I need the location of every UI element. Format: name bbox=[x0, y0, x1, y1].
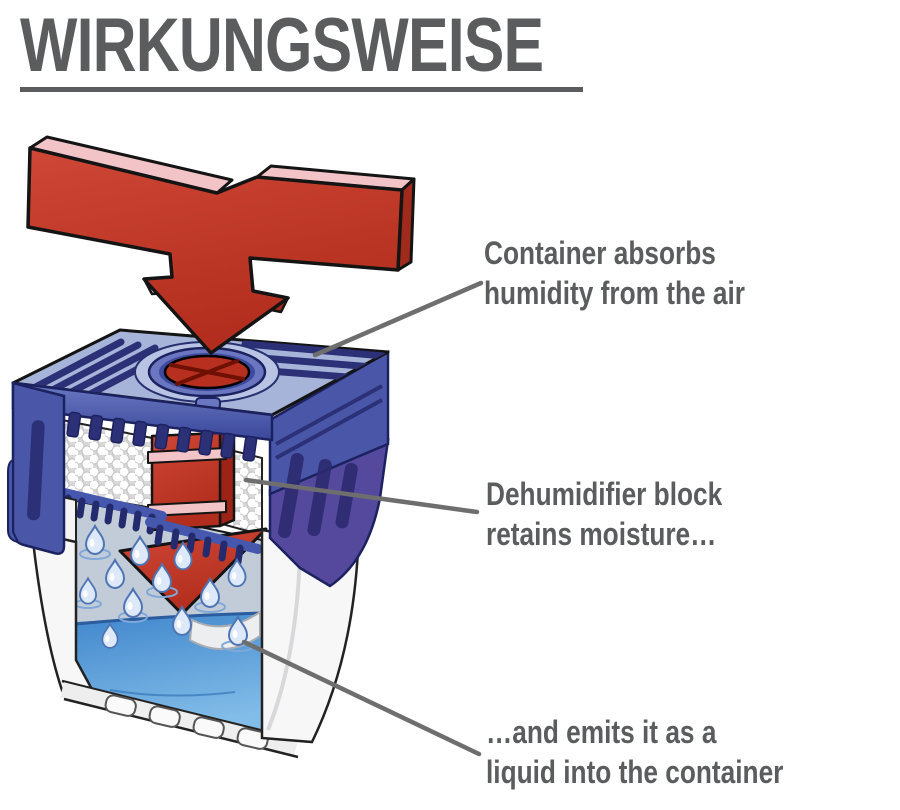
airflow-arrow bbox=[26, 135, 416, 355]
water-droplets bbox=[74, 523, 255, 652]
leader-line-block bbox=[243, 477, 480, 515]
leader-line-emit bbox=[241, 639, 482, 757]
container-cutaway bbox=[7, 328, 390, 759]
annotation-line: liquid into the container bbox=[486, 754, 784, 790]
drip-grate bbox=[55, 487, 263, 566]
title-underline bbox=[20, 87, 583, 92]
annotation-line: Container absorbs bbox=[484, 235, 716, 271]
annotation-block: Dehumidifier block retains moisture… bbox=[486, 474, 722, 554]
annotation-line: retains moisture… bbox=[486, 516, 717, 552]
page-title: WIRKUNGSWEISE bbox=[20, 3, 544, 88]
annotation-emit: …and emits it as a liquid into the conta… bbox=[486, 712, 783, 792]
leader-line-absorb bbox=[312, 280, 484, 358]
annotation-absorb: Container absorbs humidity from the air bbox=[484, 233, 745, 313]
annotation-line: …and emits it as a bbox=[486, 714, 717, 750]
annotation-line: Dehumidifier block bbox=[486, 476, 723, 512]
annotation-line: humidity from the air bbox=[484, 275, 745, 311]
